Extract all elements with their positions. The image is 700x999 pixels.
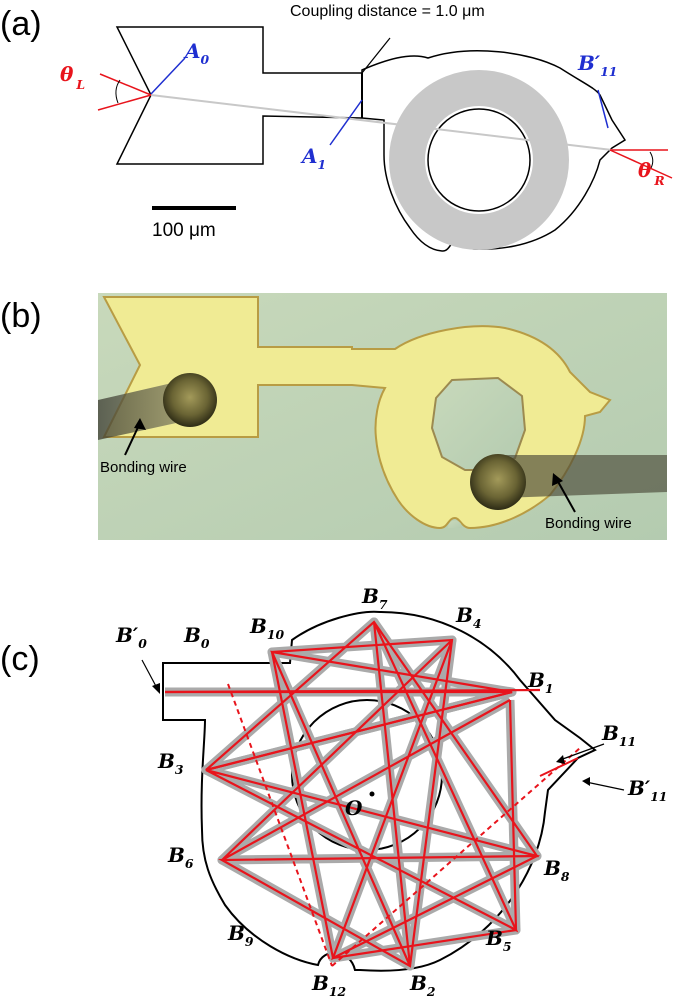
- theta-r-line-2: [609, 149, 673, 179]
- bond-arrowhead-left: [134, 418, 146, 430]
- bonding-wire-label-right: Bonding wire: [545, 515, 632, 532]
- panel-label-c: (c): [0, 640, 40, 678]
- bond-arrowhead-right: [552, 473, 563, 486]
- a0-pointer: [150, 57, 186, 95]
- center-dot: [369, 791, 375, 797]
- label-b0-prime: B′0: [115, 623, 147, 651]
- bond-ball-right: [470, 454, 526, 510]
- b11p-arrowhead: [582, 777, 590, 786]
- orbit-shadow: [165, 617, 542, 971]
- dashed-line-b11: [331, 747, 581, 967]
- theta-l-line-1: [99, 73, 152, 96]
- bond-arrow-right: [555, 477, 576, 513]
- ring-a: [389, 70, 569, 250]
- orbit-path: [164, 620, 541, 968]
- bonding-wire-label-left: Bonding wire: [100, 459, 187, 476]
- label-b10: B10: [249, 614, 285, 642]
- label-b12: B12: [311, 971, 347, 999]
- label-b2: B2: [409, 971, 436, 999]
- ring-inner-edge-a: [427, 108, 531, 212]
- a1-pointer: [329, 99, 363, 146]
- label-b3: B3: [157, 749, 184, 777]
- panel-c: (c) O B′0 B0: [0, 584, 667, 999]
- a0-label: A0: [183, 39, 210, 67]
- label-b4: B4: [455, 603, 482, 631]
- axis-line-a: [150, 94, 613, 151]
- label-b7: B7: [361, 584, 388, 612]
- panel-label-a: (a): [0, 5, 42, 43]
- a1-label: A1: [300, 144, 326, 172]
- exit-line-b11: [539, 757, 579, 777]
- b11p-label-a: B′11: [577, 51, 617, 79]
- b11p-pointer: [585, 781, 625, 791]
- theta-r-arc: [649, 151, 654, 169]
- bonding-wire-right: [500, 455, 667, 498]
- panel-b: (b) B: [0, 293, 667, 540]
- label-b0: B0: [183, 623, 210, 651]
- bond-ball-left: [163, 373, 217, 427]
- scale-bar-text: 100 μm: [152, 220, 216, 241]
- panel-label-b: (b): [0, 297, 42, 335]
- label-b5: B5: [485, 926, 512, 954]
- label-b11: B11: [601, 721, 636, 749]
- b11-pointer: [559, 743, 605, 761]
- center-label: O: [345, 796, 363, 820]
- device-outline-a: [115, 26, 627, 252]
- coupling-pointer: [361, 37, 391, 74]
- micrograph-notch: [448, 520, 462, 528]
- b11-arrowhead: [556, 755, 565, 764]
- label-b6: B6: [167, 843, 194, 871]
- label-b8: B8: [543, 856, 570, 884]
- b0p-arrowhead: [152, 683, 160, 694]
- theta-l-arc: [115, 79, 121, 104]
- theta-l-line-2: [97, 94, 152, 111]
- label-b1: B1: [527, 668, 554, 696]
- label-b9: B9: [227, 921, 254, 949]
- coupling-distance-text: Coupling distance = 1.0 μm: [290, 3, 485, 20]
- b11p-pointer-a: [597, 89, 609, 129]
- label-b11-prime: B′11: [627, 776, 667, 804]
